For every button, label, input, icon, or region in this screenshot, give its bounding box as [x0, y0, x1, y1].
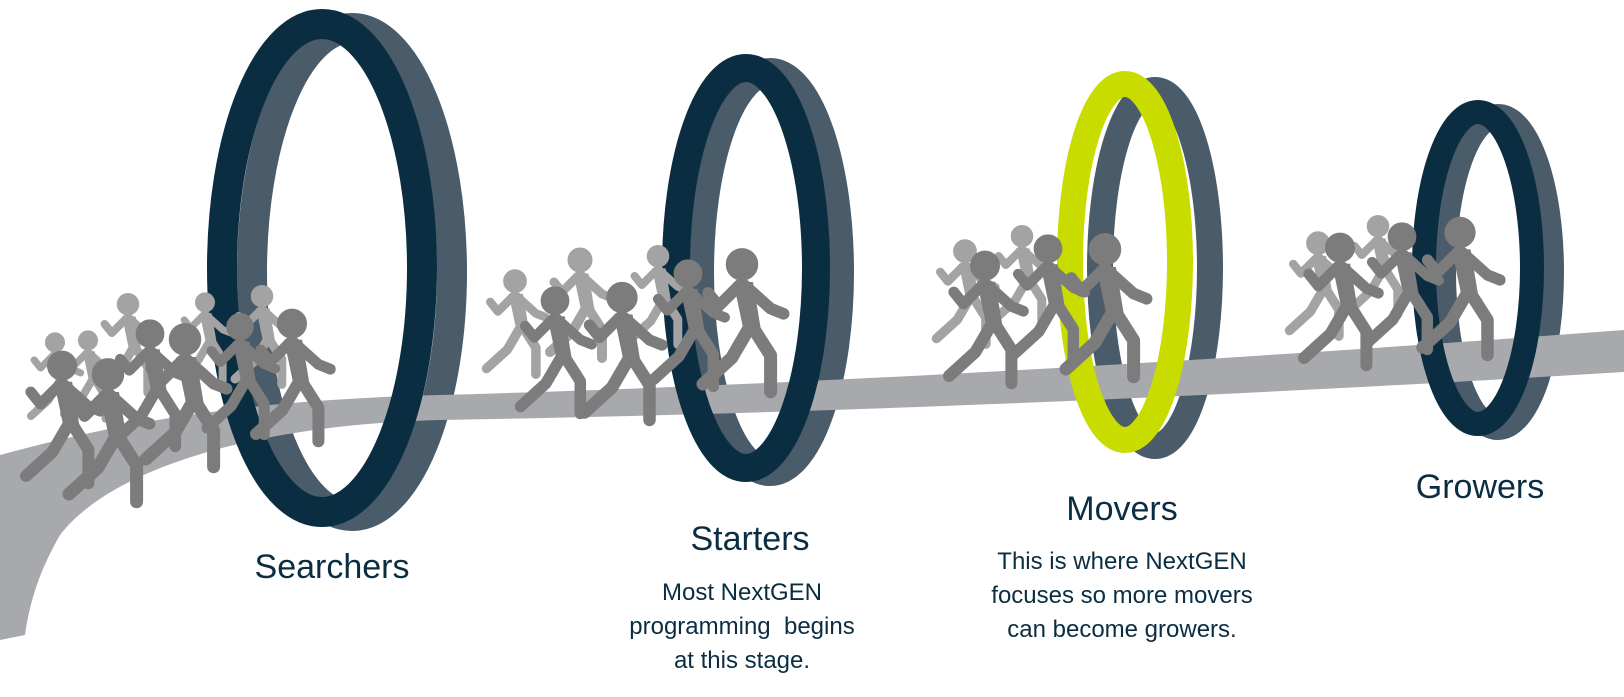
- stage-description-movers: This is where NextGEN focuses so more mo…: [942, 545, 1302, 647]
- stage-title-growers: Growers: [1415, 468, 1545, 506]
- stage-title-searchers: Searchers: [254, 548, 410, 586]
- description-line: focuses so more movers: [991, 582, 1253, 609]
- description-line: Most NextGEN: [661, 579, 823, 606]
- stage-title-starters: Starters: [690, 520, 810, 558]
- description-line: at this stage.: [673, 647, 811, 674]
- description-line: programming begins: [629, 613, 855, 640]
- ring-movers: [1057, 71, 1193, 453]
- description-line: This is where NextGEN: [997, 548, 1247, 575]
- stage-description-starters: Most NextGEN programming begins at this …: [572, 576, 912, 678]
- description-line: can become growers.: [1007, 616, 1237, 643]
- ring-searchers: [207, 9, 437, 527]
- stage-title-movers: Movers: [1066, 490, 1178, 528]
